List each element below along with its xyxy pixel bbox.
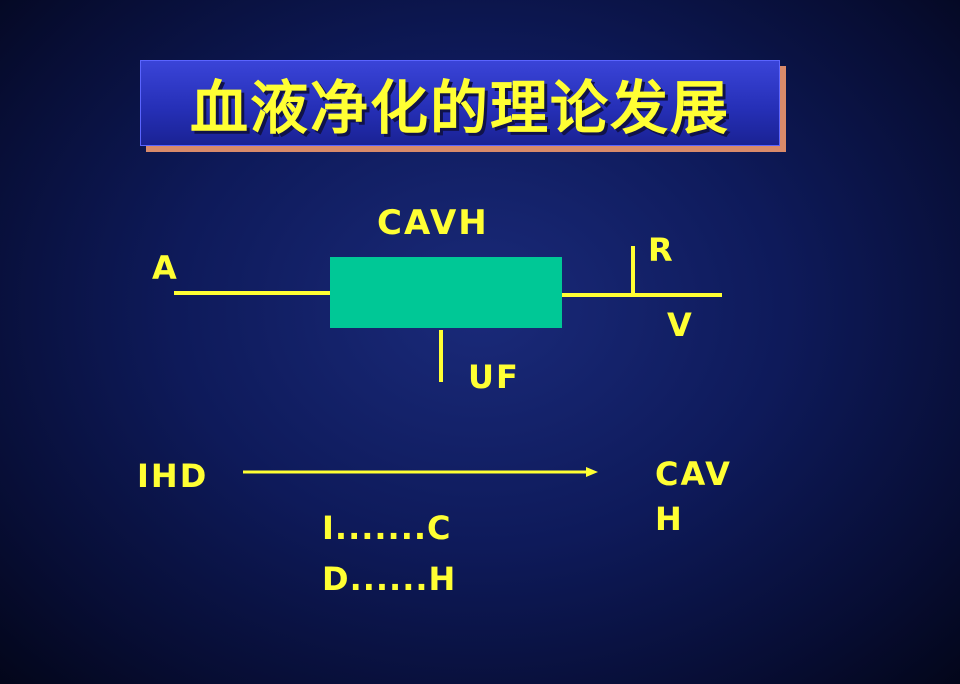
note-line1: I.......C (322, 509, 452, 547)
from-label: IHD (137, 457, 209, 495)
progression-arrow-head (586, 467, 598, 477)
note-line2: D......H (322, 560, 457, 598)
inlet-label: A (152, 249, 179, 287)
filter-box (330, 257, 562, 328)
to-label-line2: H (655, 500, 684, 538)
replacement-label: R (648, 231, 675, 269)
filter-label: CAVH (377, 203, 489, 243)
to-label-line1: CAV (655, 455, 732, 493)
outlet-label: V (667, 306, 694, 344)
ultrafiltrate-label: UF (468, 358, 520, 396)
page-title: 血液净化的理论发展 (189, 74, 730, 142)
title-box: 血液净化的理论发展 (140, 60, 780, 146)
